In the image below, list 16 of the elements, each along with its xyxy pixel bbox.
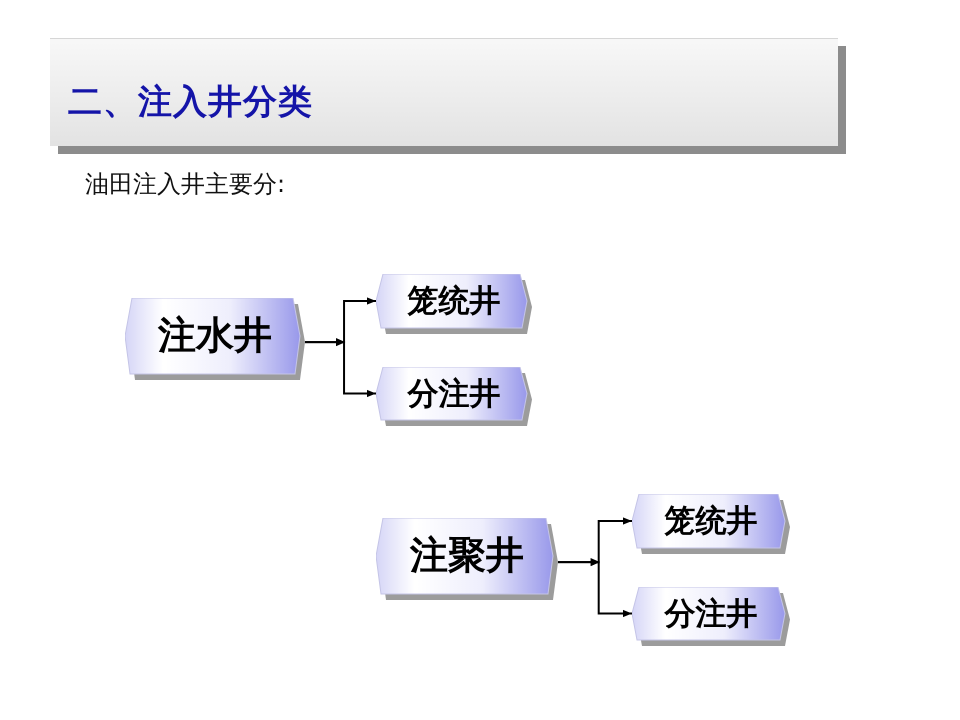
node-label: 分注井 <box>408 376 500 411</box>
node-label: 分注井 <box>664 596 758 631</box>
intro-text: 油田注入井主要分: <box>85 169 286 200</box>
connector-arrow <box>305 338 376 398</box>
connector-arrow <box>558 558 632 618</box>
process-box <box>632 587 790 646</box>
process-box <box>632 494 790 554</box>
process-box <box>125 298 305 380</box>
process-box <box>376 274 532 334</box>
process-box <box>376 367 532 426</box>
node-label: 笼统井 <box>664 504 758 538</box>
node-label: 注聚井 <box>410 535 524 577</box>
process-box <box>376 518 558 600</box>
title: 二、注入井分类 <box>68 80 313 124</box>
node-label: 注水井 <box>158 315 272 357</box>
node-label: 笼统井 <box>408 284 500 318</box>
